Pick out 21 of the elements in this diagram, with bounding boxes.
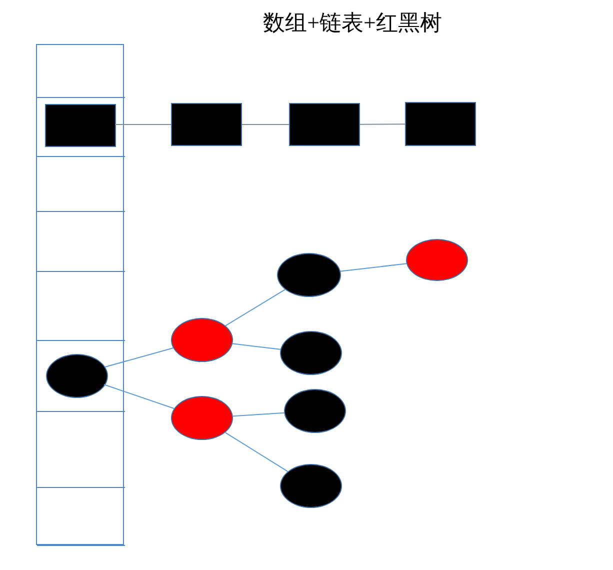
connector-line (232, 343, 281, 350)
list-node-block (45, 104, 116, 147)
connector-line (360, 124, 406, 125)
list-node-block (289, 103, 360, 146)
tree-node-circle (277, 253, 341, 297)
connector-line (224, 432, 288, 472)
connector-line (114, 124, 172, 125)
tree-node-circle (171, 318, 233, 362)
connector-line (104, 348, 174, 368)
array-column (36, 44, 124, 545)
tree-node-circle (171, 396, 233, 440)
tree-node-circle (280, 464, 342, 508)
connector-line (103, 384, 175, 409)
list-node-block (171, 103, 242, 146)
diagram-title: 数组+链表+红黑树 (262, 9, 443, 37)
connector-line (242, 124, 290, 125)
list-node-block (405, 102, 476, 146)
connector-line (340, 263, 407, 272)
connector-line (225, 289, 286, 326)
connector-line (232, 412, 285, 417)
tree-node-circle (46, 354, 108, 398)
